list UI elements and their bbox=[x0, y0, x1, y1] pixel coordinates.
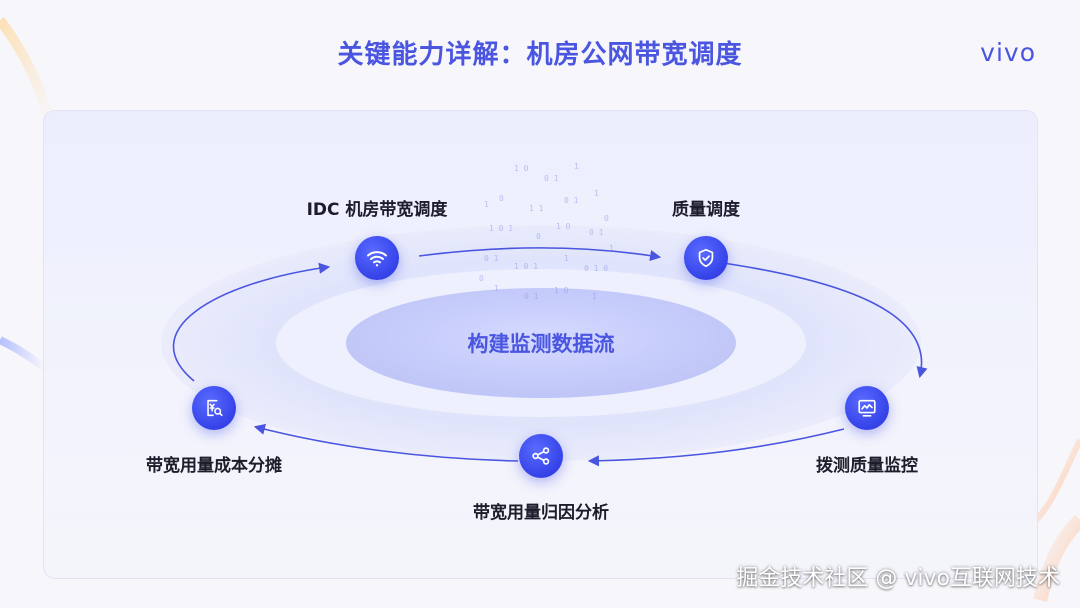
svg-text:1 0: 1 0 bbox=[554, 286, 569, 295]
shield-check-icon bbox=[698, 248, 714, 268]
flow-arc-left bbox=[172, 262, 331, 382]
flow-arc-bottom-left bbox=[253, 423, 519, 462]
svg-text:0 1: 0 1 bbox=[524, 292, 539, 301]
svg-text:1 0 1: 1 0 1 bbox=[514, 262, 538, 271]
svg-text:0: 0 bbox=[536, 232, 541, 241]
svg-text:1 0: 1 0 bbox=[556, 222, 571, 231]
svg-text:0: 0 bbox=[479, 274, 484, 283]
node-label-probe-quality-monitoring: 拨测质量监控 bbox=[816, 456, 918, 476]
node-icon-cost bbox=[192, 386, 236, 430]
node-icon-idc bbox=[355, 236, 399, 280]
node-icon-attribution bbox=[519, 434, 563, 478]
data-stream-particles: 1 00 11 01 10 11 1 0 101 00 1 0 11 0 110… bbox=[479, 162, 614, 301]
svg-text:0 1: 0 1 bbox=[564, 196, 579, 205]
svg-text:0 1 0: 0 1 0 bbox=[584, 264, 608, 273]
svg-text:1: 1 bbox=[494, 284, 499, 293]
svg-text:1: 1 bbox=[574, 162, 579, 171]
inner-core bbox=[346, 288, 736, 398]
page-title: 关键能力详解：机房公网带宽调度 bbox=[337, 40, 743, 70]
svg-text:1: 1 bbox=[594, 189, 599, 198]
flow-arc-right bbox=[708, 260, 928, 379]
invoice-search-icon bbox=[207, 399, 223, 417]
svg-text:1: 1 bbox=[609, 244, 614, 253]
svg-text:1 0: 1 0 bbox=[514, 164, 529, 173]
flow-arc-top bbox=[418, 247, 662, 262]
node-label-bandwidth-attribution: 带宽用量归因分析 bbox=[473, 503, 609, 523]
svg-text:0 1: 0 1 bbox=[484, 254, 499, 263]
node-icon-quality bbox=[684, 236, 728, 280]
vivo-logo: vivo bbox=[980, 38, 1036, 67]
node-label-quality-scheduling: 质量调度 bbox=[672, 200, 740, 220]
watermark: 掘金技术社区 @ vivo互联网技术 bbox=[736, 566, 1060, 591]
node-label-idc-bandwidth-scheduling: IDC 机房带宽调度 bbox=[306, 200, 448, 220]
svg-text:0 1: 0 1 bbox=[544, 174, 559, 183]
svg-text:1: 1 bbox=[484, 200, 489, 209]
svg-text:1 1: 1 1 bbox=[529, 204, 544, 213]
node-icon-monitor bbox=[845, 386, 889, 430]
svg-text:0: 0 bbox=[499, 194, 504, 203]
svg-text:1 0 1: 1 0 1 bbox=[489, 224, 513, 233]
node-label-bandwidth-cost-allocation: 带宽用量成本分摊 bbox=[146, 456, 282, 476]
svg-text:0 1: 0 1 bbox=[589, 228, 604, 237]
center-label: 构建监测数据流 bbox=[467, 332, 615, 356]
svg-text:1: 1 bbox=[592, 292, 597, 301]
monitor-chart-icon bbox=[858, 399, 876, 417]
svg-text:1: 1 bbox=[564, 254, 569, 263]
wifi-icon bbox=[367, 251, 387, 267]
cycle-diagram: 1 00 11 01 10 11 1 0 101 00 1 0 11 0 110… bbox=[161, 162, 928, 467]
flow-arc-bottom-right bbox=[587, 428, 845, 467]
share-nodes-icon bbox=[532, 447, 550, 465]
svg-text:0: 0 bbox=[604, 214, 609, 223]
